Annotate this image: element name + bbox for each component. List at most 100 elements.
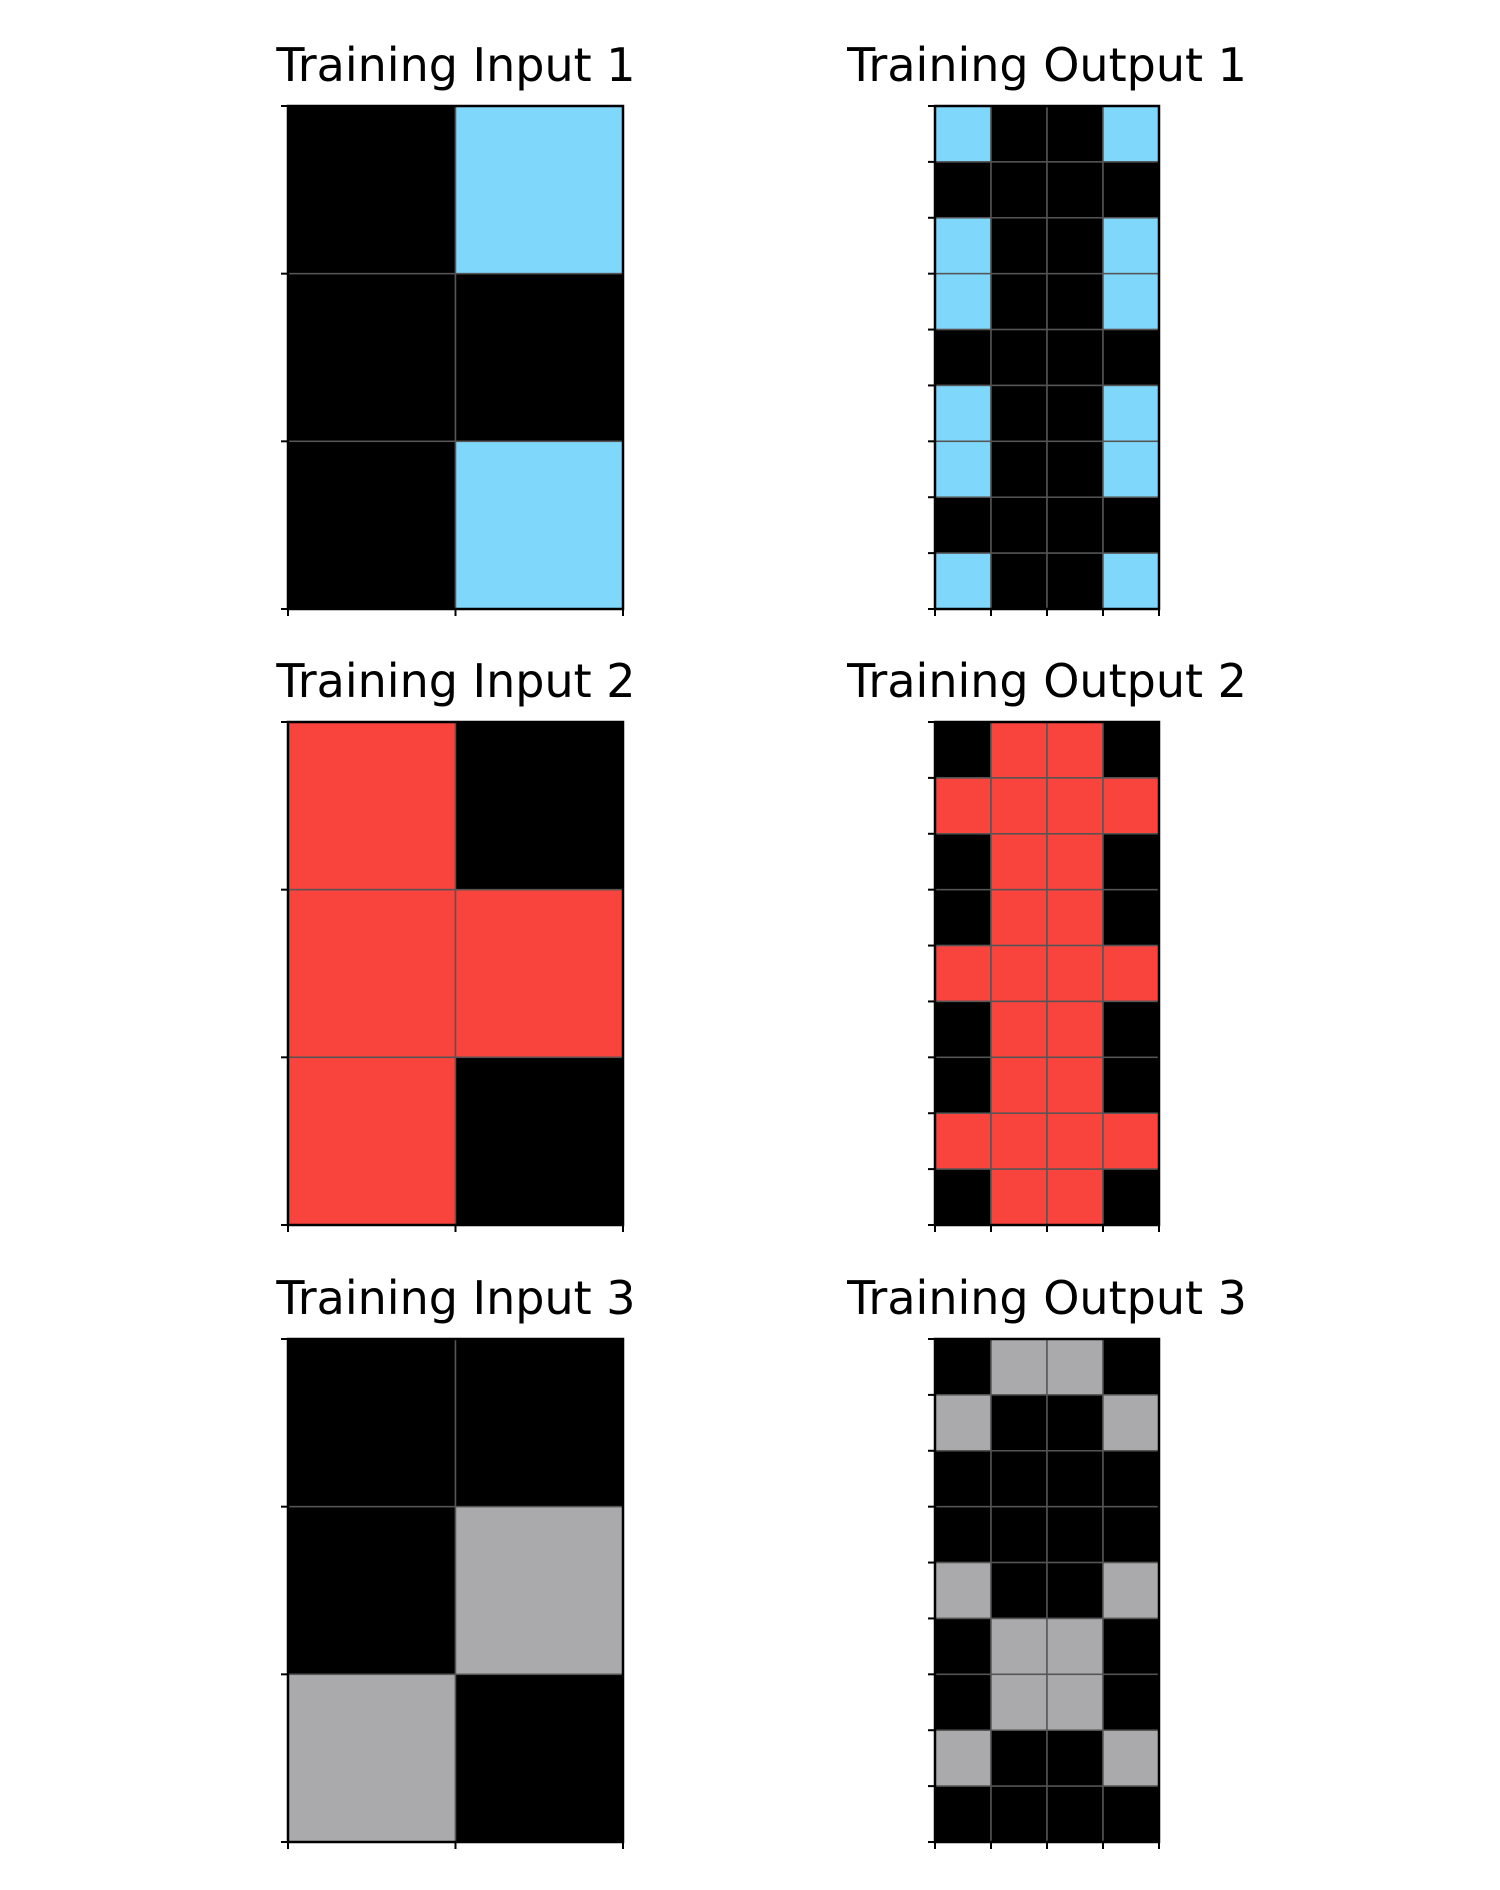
cell-r2-c3 [1102,1450,1160,1508]
cell-r5-c3 [1102,1617,1160,1676]
cell-r7-c0 [934,496,992,554]
cell-r7-c2 [1046,1729,1104,1787]
cell-r5-c3 [1102,384,1160,443]
cell-r6-c1 [990,1056,1048,1114]
cell-r5-c3 [1102,1000,1160,1059]
cell-r2-c2 [1046,1450,1104,1508]
cell-r2-c3 [1102,217,1160,275]
cell-r7-c3 [1102,1112,1160,1170]
cell-r3-c1 [990,272,1048,331]
cell-r7-c1 [990,1729,1048,1787]
cell-r1-c3 [1102,1394,1160,1452]
cell-r8-c1 [990,552,1048,610]
cell-r0-c1 [990,105,1048,163]
cell-r1-c2 [1046,1394,1104,1452]
panel-title-input-3: Training Input 3 [276,1271,636,1325]
cell-r2-c0 [287,1056,457,1226]
cell-r7-c1 [990,496,1048,554]
cell-r6-c0 [934,1673,992,1731]
cell-r1-c1 [990,777,1048,835]
cell-r7-c2 [1046,496,1104,554]
cell-r4-c2 [1046,1561,1104,1620]
cell-r8-c0 [934,552,992,610]
grid-input-1 [281,104,625,616]
cell-r6-c3 [1102,1056,1160,1114]
cell-r4-c3 [1102,944,1160,1003]
cell-r4-c0 [934,1561,992,1620]
cell-r5-c2 [1046,384,1104,443]
cell-r6-c3 [1102,1673,1160,1731]
cell-r1-c3 [1102,161,1160,219]
panel-title-output-1: Training Output 1 [847,38,1247,92]
cell-r4-c3 [1102,328,1160,387]
cell-r3-c3 [1102,272,1160,331]
cell-r4-c1 [990,328,1048,387]
cell-r7-c3 [1102,1729,1160,1787]
cell-r5-c1 [990,1617,1048,1676]
cell-r6-c2 [1046,1056,1104,1114]
cell-r1-c2 [1046,777,1104,835]
cell-r2-c0 [934,217,992,275]
panel-title-output-3: Training Output 3 [847,1271,1247,1325]
cell-r3-c0 [934,888,992,947]
cell-r1-c0 [934,777,992,835]
cell-r8-c2 [1046,1168,1104,1226]
cell-r3-c3 [1102,888,1160,947]
cell-r5-c0 [934,384,992,443]
cell-r8-c3 [1102,1168,1160,1226]
cell-r7-c3 [1102,496,1160,554]
cell-r0-c2 [1046,1338,1104,1396]
cell-r8-c0 [934,1785,992,1843]
cell-r3-c1 [990,1505,1048,1564]
cell-r3-c1 [990,888,1048,947]
cell-r2-c1 [990,217,1048,275]
panel-title-output-2: Training Output 2 [847,654,1247,708]
grid-input-2 [281,720,625,1232]
cell-r2-c1 [454,440,624,610]
cell-r3-c2 [1046,1505,1104,1564]
cell-r3-c0 [934,1505,992,1564]
cell-r6-c1 [990,440,1048,498]
cell-r3-c3 [1102,1505,1160,1564]
cell-r0-c3 [1102,105,1160,163]
cell-r4-c1 [990,1561,1048,1620]
cell-r0-c1 [990,721,1048,779]
grid-output-2 [928,720,1161,1232]
cell-r8-c2 [1046,1785,1104,1843]
cell-r7-c2 [1046,1112,1104,1170]
cell-r0-c0 [934,721,992,779]
panel-title-input-2: Training Input 2 [276,654,636,708]
cell-r1-c1 [454,888,624,1059]
cell-r3-c2 [1046,272,1104,331]
cell-r2-c1 [454,1056,624,1226]
cell-r4-c2 [1046,328,1104,387]
cell-r0-c3 [1102,721,1160,779]
cell-r1-c0 [287,1505,457,1676]
cell-r6-c2 [1046,440,1104,498]
cell-r1-c3 [1102,777,1160,835]
grid-output-1 [928,104,1161,616]
cell-r4-c0 [934,328,992,387]
grid-output-3 [928,1337,1161,1849]
cell-r6-c0 [934,1056,992,1114]
cell-r4-c2 [1046,944,1104,1003]
cell-r1-c1 [454,1505,624,1676]
cell-r7-c0 [934,1112,992,1170]
cell-r5-c1 [990,1000,1048,1059]
cell-r1-c1 [990,1394,1048,1452]
cell-r5-c1 [990,384,1048,443]
cell-r2-c1 [990,833,1048,891]
cell-r8-c1 [990,1785,1048,1843]
cell-r7-c0 [934,1729,992,1787]
cell-r2-c0 [287,1673,457,1843]
cell-r8-c1 [990,1168,1048,1226]
cell-r0-c2 [1046,105,1104,163]
cell-r5-c0 [934,1617,992,1676]
cell-r0-c1 [990,1338,1048,1396]
grid-input-3 [281,1337,625,1849]
cell-r0-c0 [287,105,457,275]
cell-r0-c1 [454,105,624,275]
panel-title-input-1: Training Input 1 [276,38,636,92]
cell-r6-c3 [1102,440,1160,498]
